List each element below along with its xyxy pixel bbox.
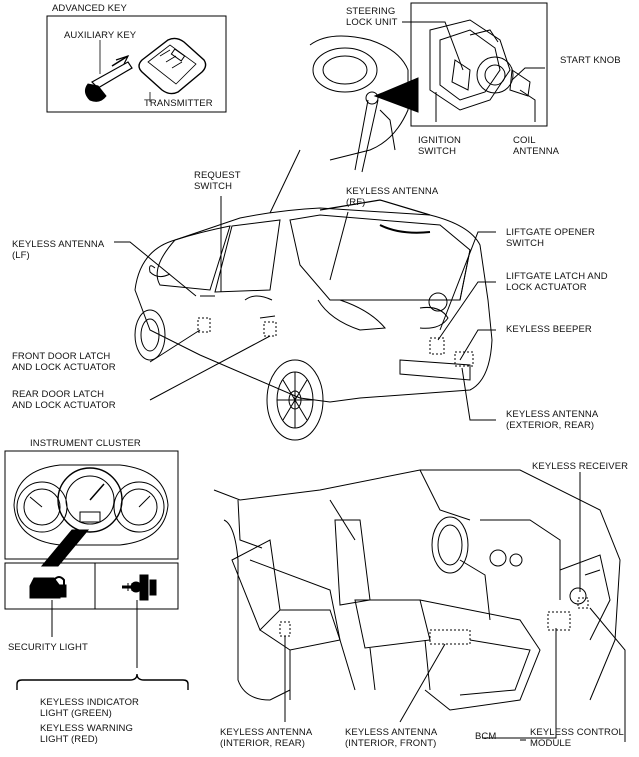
steering-lock-drawing xyxy=(429,19,531,111)
control-module-box xyxy=(577,597,589,609)
start-knob-label: START KNOB xyxy=(560,55,621,66)
interior-rear-antenna-box xyxy=(279,621,291,637)
front-door-actuator-box xyxy=(197,317,211,333)
security-light-label: SECURITY LIGHT xyxy=(8,642,88,653)
instrument-cluster-drawing xyxy=(13,464,169,546)
rear-door-actuator-box xyxy=(263,321,277,337)
auxiliary-key-drawing xyxy=(84,54,133,102)
keyless-receiver-label: KEYLESS RECEIVER xyxy=(532,461,629,472)
bcm-label: BCM xyxy=(475,731,497,742)
keyless-antenna-rf-label: KEYLESS ANTENNA(RF) xyxy=(346,186,439,208)
interior-front-antenna-box xyxy=(429,629,471,645)
bcm-box xyxy=(547,611,571,631)
advanced-key-title: ADVANCED KEY xyxy=(52,3,127,14)
dashboard-sketch xyxy=(309,35,409,173)
car-body xyxy=(134,149,493,403)
front-wheel xyxy=(134,309,166,361)
keyless-antenna-exterior-label: KEYLESS ANTENNA(EXTERIOR, REAR) xyxy=(506,409,599,431)
instrument-cluster-box xyxy=(4,450,179,560)
keyless-antenna-interior-front-label: KEYLESS ANTENNA(INTERIOR, FRONT) xyxy=(345,727,438,749)
rear-wheel xyxy=(266,359,324,441)
steering-lock-box xyxy=(410,2,548,127)
warning-lights-panel xyxy=(4,562,179,610)
transmitter-drawing xyxy=(138,37,207,95)
keyless-antenna-interior-rear-label: KEYLESS ANTENNA(INTERIOR, REAR) xyxy=(220,727,313,749)
transmitter-label: TRANSMITTER xyxy=(144,98,213,109)
liftgate-actuator-box xyxy=(429,337,445,355)
key-indicator-icon xyxy=(122,574,157,601)
instrument-cluster-title: INSTRUMENT CLUSTER xyxy=(30,438,141,449)
vehicle-interior-drawing xyxy=(213,469,621,711)
advanced-key-box xyxy=(46,15,227,113)
auxiliary-key-label: AUXILIARY KEY xyxy=(64,30,137,41)
keyless-beeper-label: KEYLESS BEEPER xyxy=(506,324,592,335)
keyless-antenna-lf-label: KEYLESS ANTENNA(LF) xyxy=(12,239,105,261)
security-light-icon xyxy=(29,576,67,599)
exterior-antenna-box xyxy=(454,351,474,367)
